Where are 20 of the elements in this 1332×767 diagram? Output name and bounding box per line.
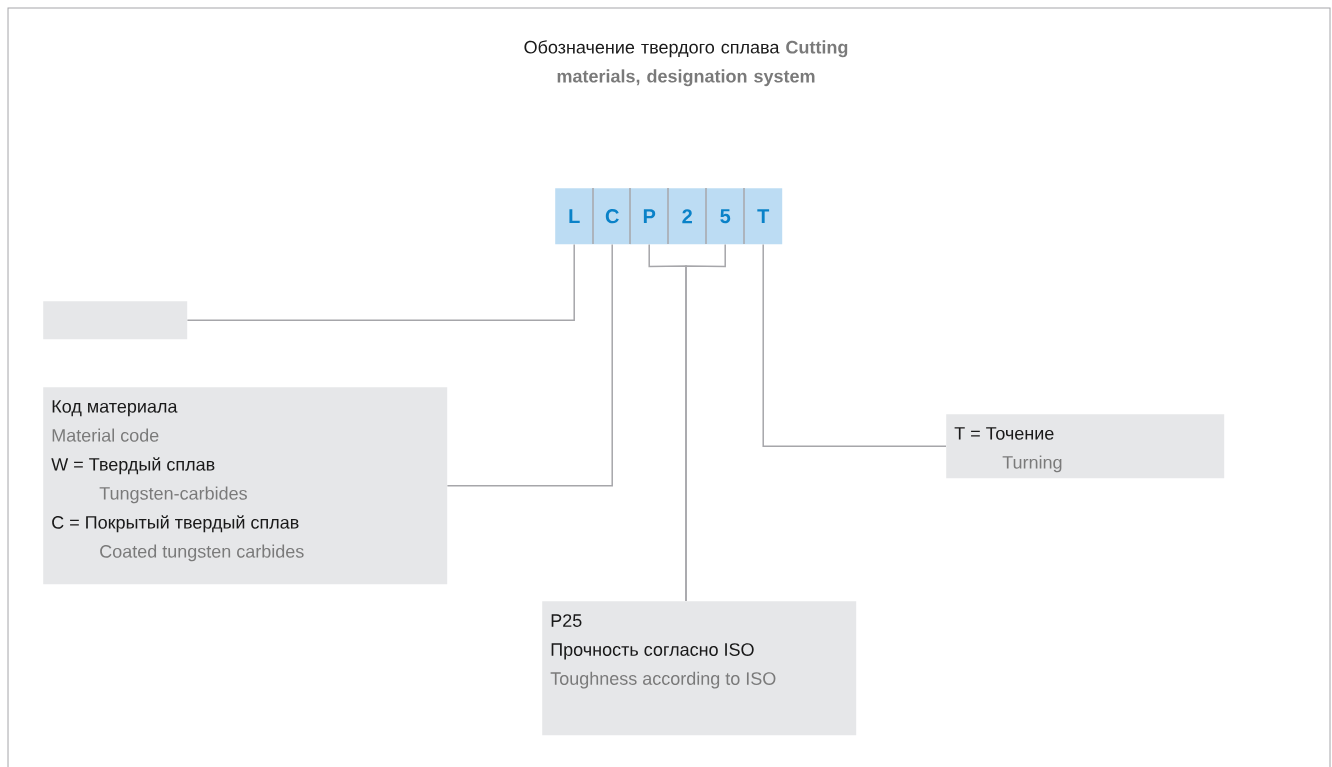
- connector-line: [186, 243, 575, 321]
- code-cell: T: [744, 188, 783, 245]
- node-label: P: [643, 209, 656, 224]
- info-box: Код материала Material code W = Твердый сплав Tungsten-carbides C = Покрытый твердый сплав Coated tungsten carbides: [43, 387, 448, 585]
- connector-line: [685, 243, 726, 602]
- code-cell: 2: [668, 188, 707, 245]
- code-cell: L: [555, 188, 594, 245]
- connector-line: [762, 243, 947, 447]
- empty-box: [43, 301, 188, 340]
- code-cell: P: [630, 188, 669, 245]
- node-label: L: [569, 209, 580, 224]
- info-box: P25 Прочность согласно ISO Toughness according to ISO: [542, 601, 857, 736]
- node-label: C: [605, 209, 619, 224]
- node-label: T: [757, 209, 770, 224]
- node-label: 5: [720, 209, 731, 224]
- title: Обозначение твердого сплава Cutting materials, designation system: [524, 40, 848, 87]
- info-box: T = Точение Turning: [946, 414, 1225, 479]
- code-cell: 5: [706, 188, 745, 245]
- connector-line: [446, 243, 613, 487]
- node-label: 2: [682, 209, 692, 224]
